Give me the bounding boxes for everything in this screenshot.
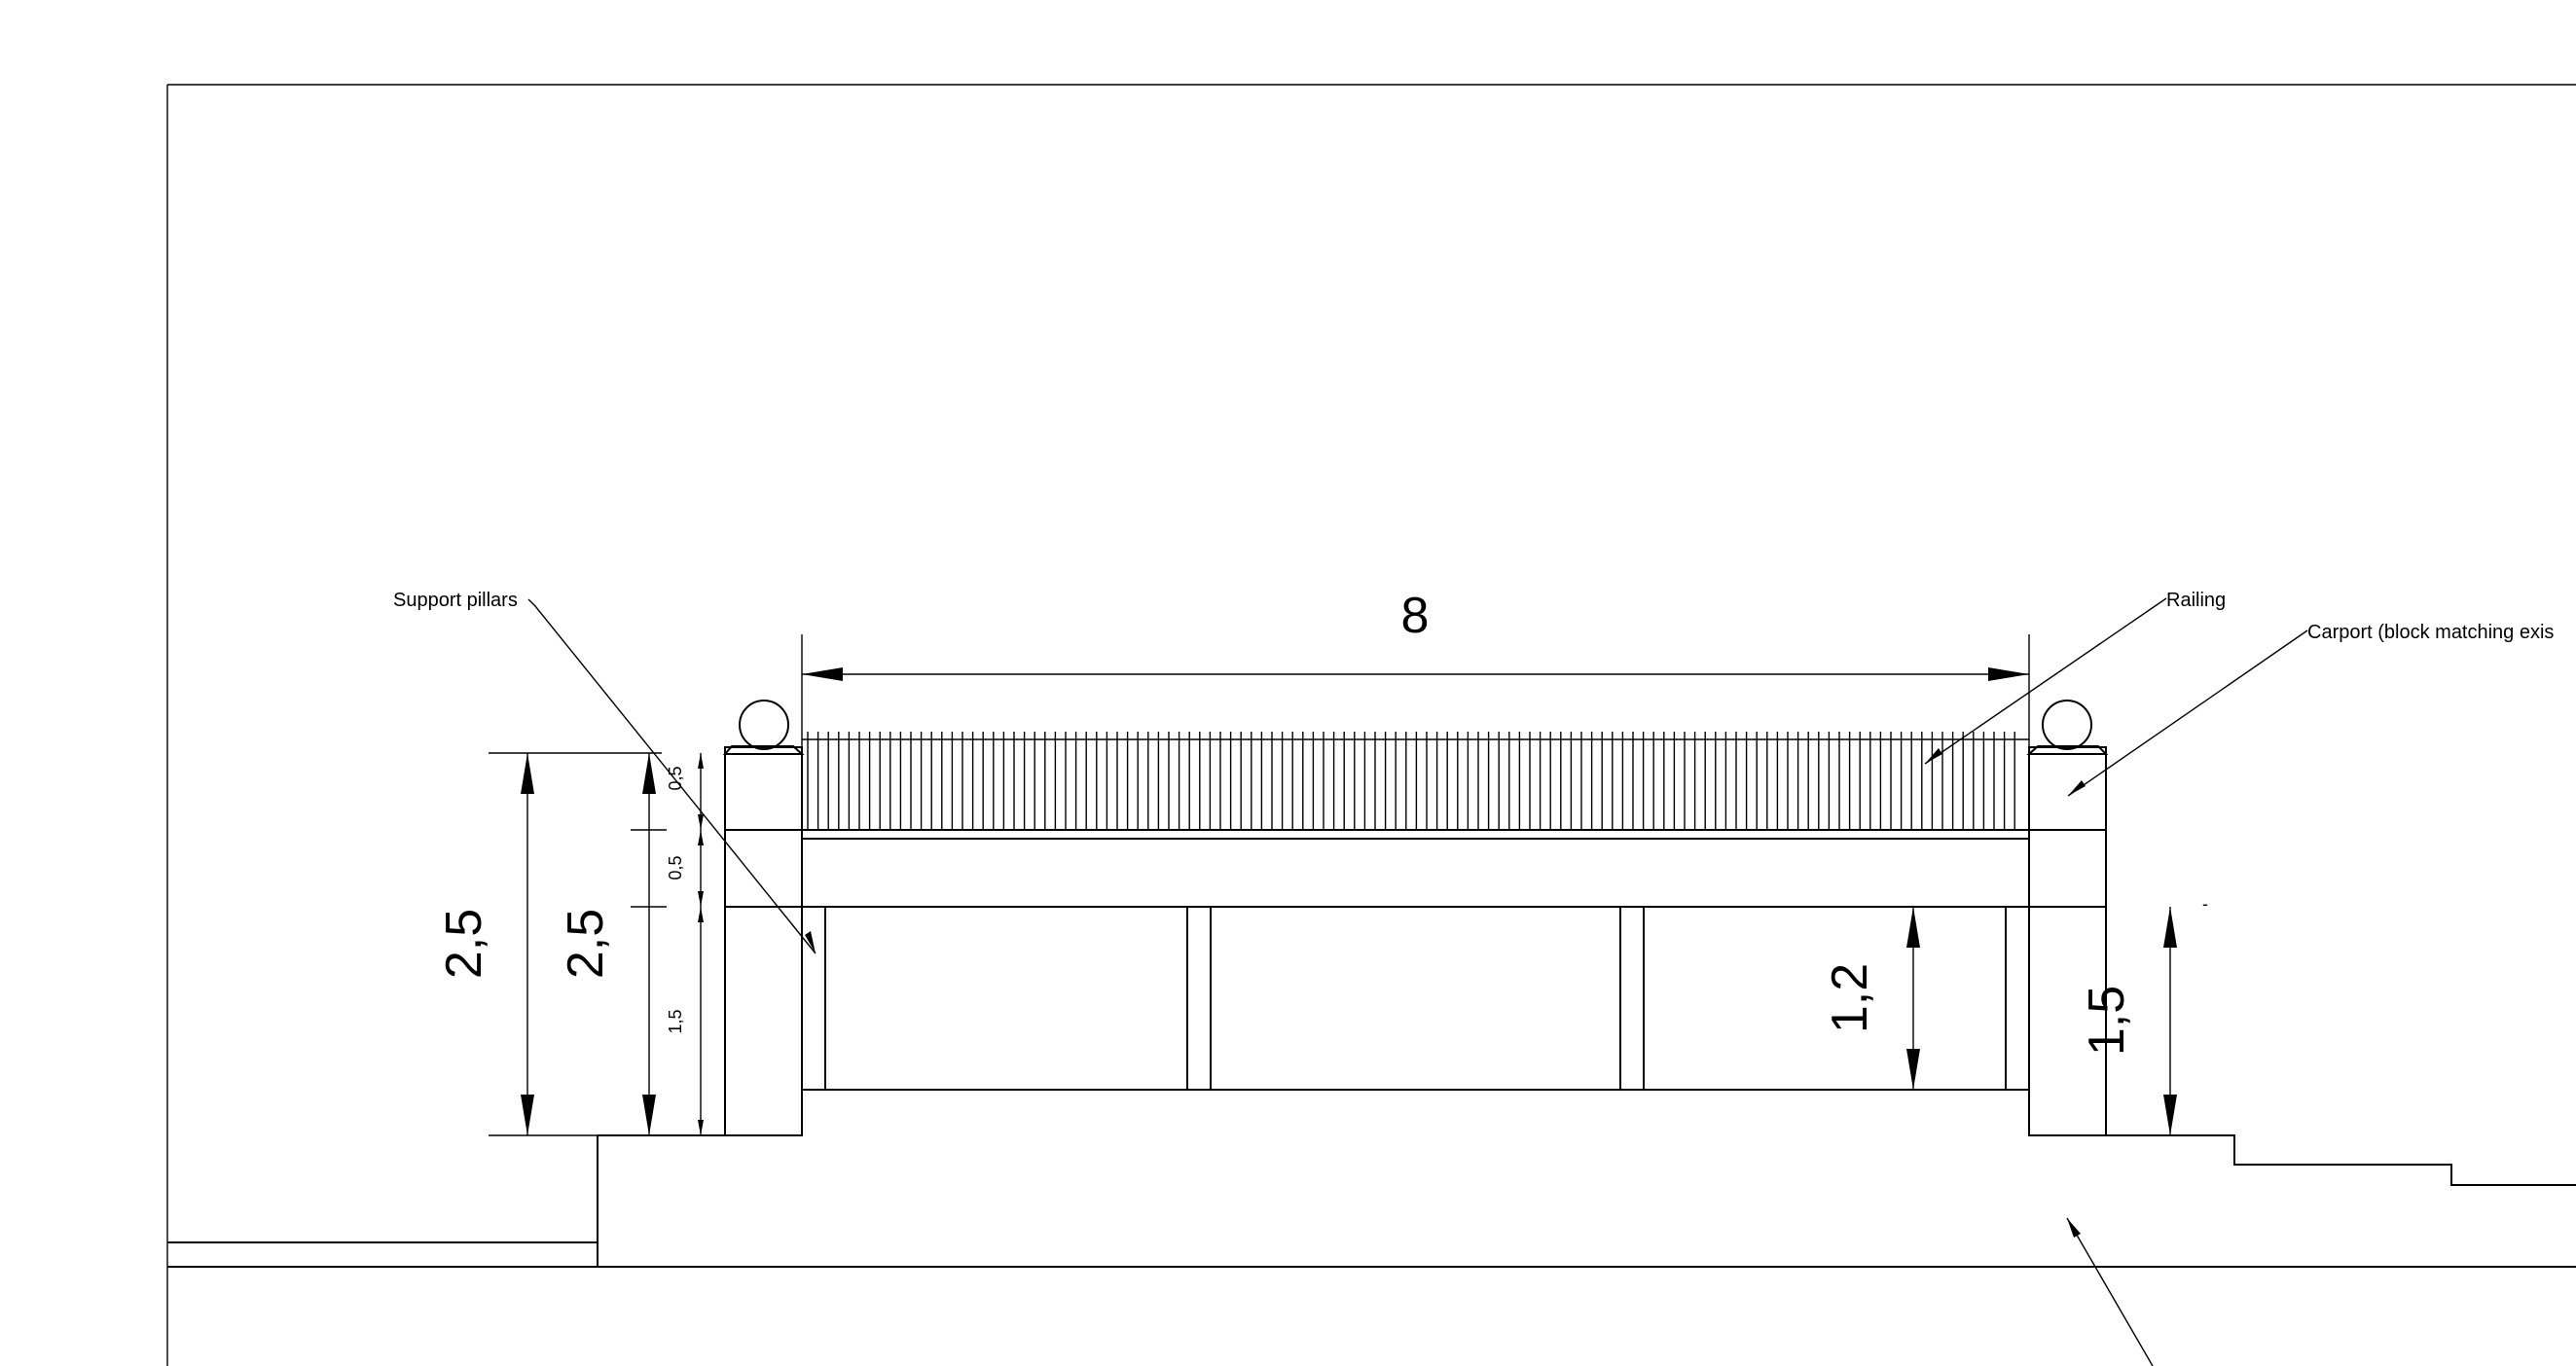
label-support-pillars: Support pillars <box>393 590 816 954</box>
dim-seg-bottom-label: 1,5 <box>666 1009 685 1033</box>
label-railing: Railing <box>1924 590 2226 765</box>
carport-beam <box>801 829 2030 1091</box>
ground-lines <box>167 1134 2576 1268</box>
carport-label: Carport (block matching exis <box>2307 622 2554 643</box>
railing-balusters <box>802 732 2029 830</box>
right-pillar-ball <box>2042 700 2092 750</box>
dim-opening-label: 1,2 <box>1822 963 1878 1033</box>
dim-height-outer: 2,5 <box>436 752 725 1136</box>
dim-seg-top-label: 0,5 <box>666 766 685 790</box>
dim-width: 8 <box>801 588 2030 747</box>
dim-height-inner: 2,5 <box>558 753 656 1135</box>
dim-right-height: 1,5 - <box>2079 894 2208 1135</box>
dim-right-height-label: 1,5 <box>2079 986 2135 1056</box>
support-pillars-label: Support pillars <box>393 590 518 611</box>
dim-segments: 0,5 0,5 1,5 <box>631 753 704 1135</box>
dim-height-inner-label: 2,5 <box>558 909 614 979</box>
left-pillar <box>722 700 805 1136</box>
dim-width-label: 8 <box>1401 588 1430 644</box>
left-pillar-ball <box>739 700 789 750</box>
dim-tick-mark: - <box>2202 894 2208 914</box>
dim-seg-mid-label: 0,5 <box>666 855 685 880</box>
drawing-frame <box>166 84 2576 1366</box>
dim-opening: 1,2 <box>1822 907 1920 1090</box>
bottom-leader <box>2066 1217 2154 1366</box>
label-carport: Carport (block matching exis <box>2067 622 2554 797</box>
right-pillar <box>2026 700 2109 1136</box>
railing-label: Railing <box>2166 590 2226 611</box>
dim-height-outer-label: 2,5 <box>436 909 492 979</box>
